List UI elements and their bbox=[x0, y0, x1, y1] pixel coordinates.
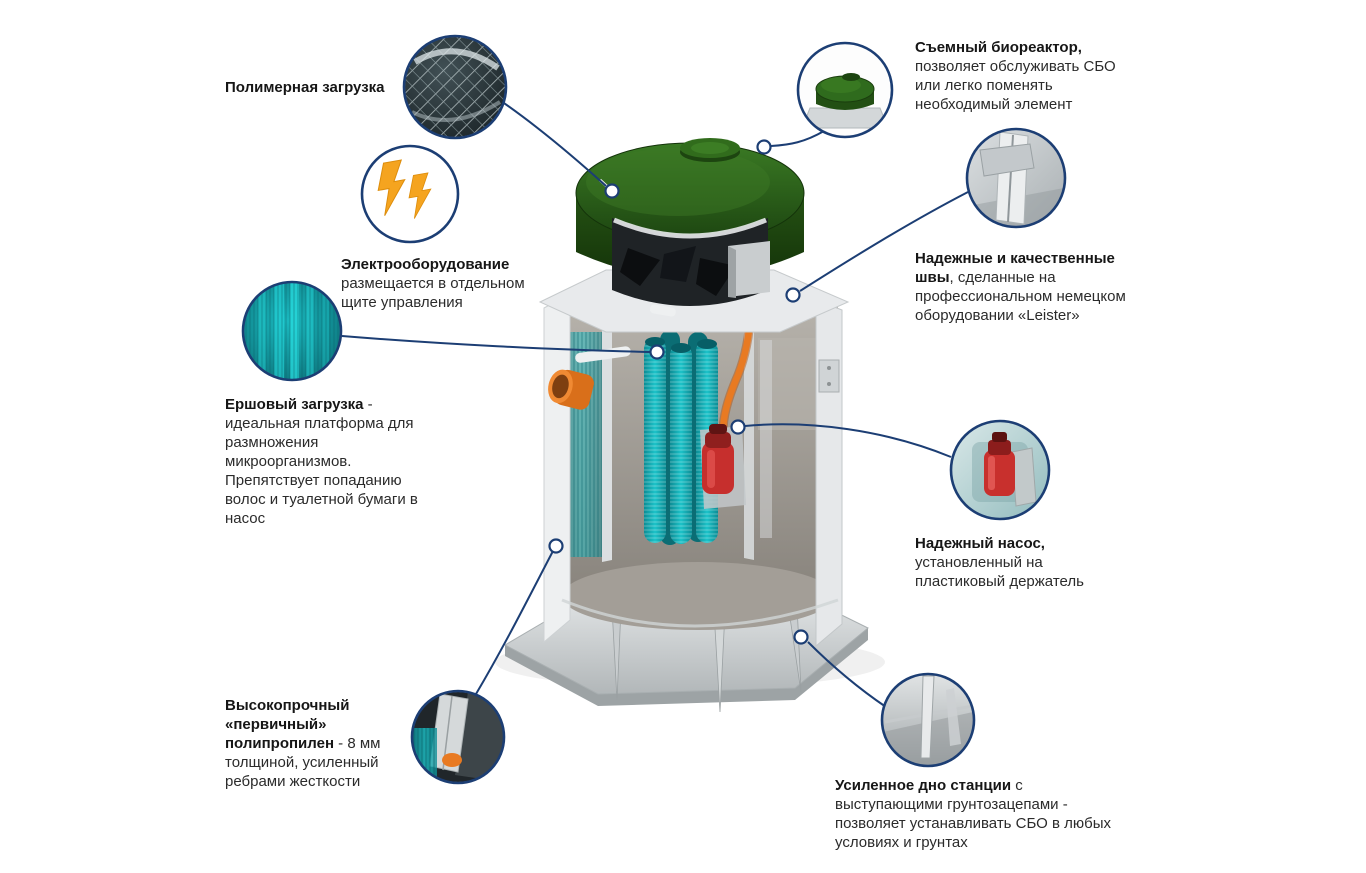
connector-dots bbox=[548, 139, 809, 645]
callout-circle-bioreactor bbox=[796, 41, 894, 139]
inner-divider bbox=[744, 326, 754, 560]
connector-dot bbox=[793, 629, 809, 645]
callout-circle-polymer bbox=[402, 34, 508, 140]
polypropylene-wall-icon bbox=[413, 692, 503, 782]
callout-body: - идеальная платформа для размножения ми… bbox=[225, 396, 418, 527]
connector-line bbox=[770, 130, 825, 147]
callout-circle-electro bbox=[360, 144, 460, 244]
callout-text-ersh: Ершовый загрузка - идеальная платформа д… bbox=[225, 395, 428, 528]
wall-bracket bbox=[818, 359, 840, 393]
station-illustration bbox=[495, 138, 885, 713]
connector-line bbox=[341, 335, 652, 353]
callout-body: позволяет обслуживать СБО или легко поме… bbox=[915, 58, 1116, 113]
callout-text-bottom: Усиленное дно станции с выступающими гру… bbox=[835, 776, 1130, 852]
callout-body: - 8 мм толщиной, усиленный ребрами жестк… bbox=[225, 735, 381, 790]
callout-body: размещается в отдельном щите управления bbox=[341, 275, 525, 311]
connector-line bbox=[807, 641, 887, 708]
callout-title: Съемный биореактор, bbox=[915, 39, 1082, 56]
callout-title: Электрооборудование bbox=[341, 256, 510, 273]
left-wall bbox=[543, 293, 571, 644]
callout-title: Надежные и качественные швы bbox=[915, 250, 1115, 286]
connector-dot bbox=[756, 139, 772, 155]
brush-media-icon bbox=[244, 283, 340, 379]
connector-line bbox=[475, 550, 554, 695]
callout-title: Надежный насос, bbox=[915, 535, 1045, 552]
inlet-pipe bbox=[548, 369, 594, 410]
callout-text-seams: Надежные и качественные швы, сделанные н… bbox=[915, 249, 1143, 325]
callout-text-polyprop: Высокопрочный «первичный» полипропилен -… bbox=[225, 696, 395, 791]
callout-title: Полимерная загрузка bbox=[225, 79, 385, 96]
callout-title: Усиленное дно станции bbox=[835, 777, 1012, 794]
callout-body: установленный на пластиковый держатель bbox=[915, 554, 1084, 590]
welded-seam-icon bbox=[968, 130, 1064, 226]
callout-text-polymer: Полимерная загрузка bbox=[225, 78, 425, 97]
callout-body: с выступающими грунтозацепами - позволяе… bbox=[835, 777, 1112, 851]
connector-line bbox=[500, 100, 607, 187]
connector-dot bbox=[649, 344, 665, 360]
callout-text-bioreactor: Съемный биореактор, позволяет обслуживат… bbox=[915, 38, 1127, 114]
connector-dot bbox=[730, 419, 746, 435]
connector-dot bbox=[785, 287, 801, 303]
callout-circle-pump bbox=[949, 419, 1051, 521]
bioreactor-box bbox=[728, 241, 770, 297]
lightning-icon bbox=[377, 159, 432, 219]
callout-title: Ершовый загрузка bbox=[225, 396, 364, 413]
right-wall bbox=[815, 299, 843, 648]
callout-title: Высокопрочный «первичный» полипропилен bbox=[225, 697, 350, 752]
drain-pump-icon bbox=[952, 422, 1048, 518]
tank-lid bbox=[575, 138, 805, 317]
callout-circle-ersh bbox=[241, 280, 343, 382]
drain-pump bbox=[700, 424, 746, 509]
base-fins-icon bbox=[883, 675, 973, 765]
connector-line bbox=[744, 423, 952, 458]
callout-circle-polyprop bbox=[410, 689, 506, 785]
polymer-mesh-icon bbox=[405, 37, 505, 137]
callout-body: , сделанные на профессиональном немецком… bbox=[915, 269, 1126, 324]
connector-dot bbox=[604, 183, 620, 199]
callout-circle-bottom bbox=[880, 672, 976, 768]
connector-dot bbox=[548, 538, 564, 554]
callout-text-pump: Надежный насос, установленный на пластик… bbox=[915, 534, 1095, 591]
connector-lines bbox=[341, 100, 969, 708]
callout-text-electro: Электрооборудование размещается в отдель… bbox=[341, 255, 531, 312]
inner-divider bbox=[602, 326, 612, 562]
brush-media bbox=[644, 330, 718, 545]
callout-circle-seams bbox=[965, 127, 1067, 229]
bioreactor-lid-icon bbox=[799, 44, 891, 136]
connector-line bbox=[799, 191, 969, 292]
